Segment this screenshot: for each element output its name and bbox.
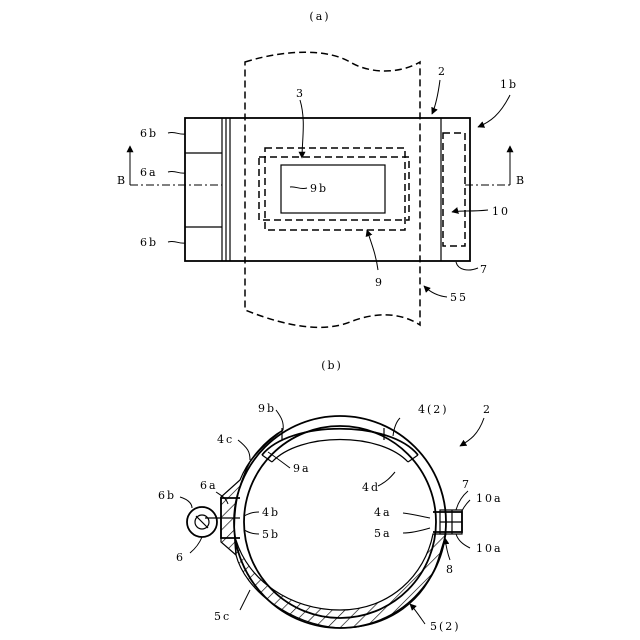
label-a-9: 9 [375, 276, 384, 289]
label-b-5b: 5b [262, 528, 280, 541]
window-9b [281, 165, 385, 213]
label-b-4-2: 4(2) [418, 403, 449, 416]
hatched-wall-bottom [236, 534, 446, 628]
label-a-6a: 6a [140, 166, 158, 179]
figure-b: (b) [158, 359, 503, 633]
label-a-7: 7 [480, 263, 489, 276]
label-b-5c: 5c [214, 610, 231, 623]
label-a-9b: 9b [310, 182, 328, 195]
label-a-10: 10 [492, 205, 510, 218]
label-b-6a: 6a [200, 479, 218, 492]
dashed-part-10 [443, 133, 465, 246]
label-b-10a-top: 10a [476, 492, 503, 505]
label-a-3: 3 [296, 87, 305, 100]
label-b-4b: 4b [262, 506, 280, 519]
label-b-8: 8 [446, 563, 455, 576]
label-a-B-left: B [117, 174, 127, 187]
label-b-6: 6 [176, 551, 185, 564]
label-a-55: 55 [450, 291, 468, 304]
figure-a: (a) 6 [117, 10, 526, 327]
label-b-5a: 5a [374, 527, 392, 540]
label-a-1b: 1b [500, 78, 518, 91]
label-a-2: 2 [438, 65, 447, 78]
label-b-7: 7 [462, 478, 471, 491]
label-a-6b-bottom: 6b [140, 236, 158, 249]
label-b-4a: 4a [374, 506, 392, 519]
label-b-4d: 4d [362, 481, 380, 494]
label-b-6b: 6b [158, 489, 176, 502]
label-b-9a: 9a [293, 462, 311, 475]
label-b-5-2: 5(2) [430, 620, 461, 633]
label-b-9b: 9b [258, 402, 276, 415]
dashed-frame-3 [265, 148, 405, 230]
dashed-body-55 [245, 52, 420, 327]
label-b-4c: 4c [217, 433, 234, 446]
label-a-B-right: B [516, 174, 526, 187]
caption-a: (a) [309, 10, 330, 23]
caption-b: (b) [321, 359, 343, 372]
label-b-2: 2 [483, 403, 492, 416]
label-b-10a-bottom: 10a [476, 542, 503, 555]
label-a-6b-top: 6b [140, 127, 158, 140]
